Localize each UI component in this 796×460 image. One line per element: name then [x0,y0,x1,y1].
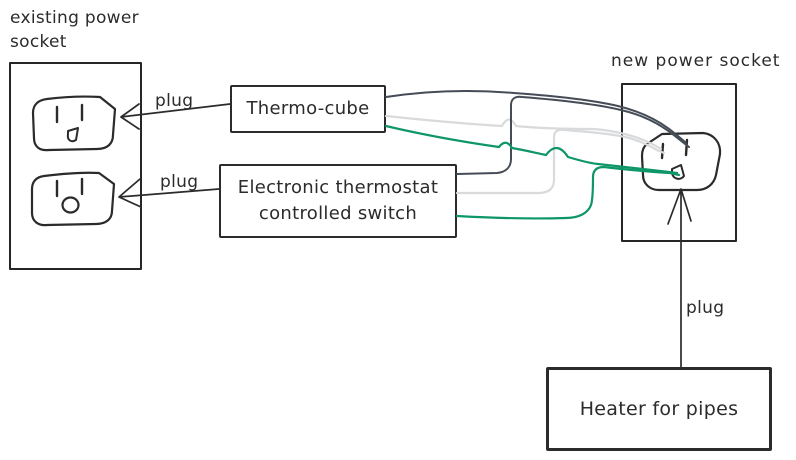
heater-box-label: Heater for pipes [579,398,739,420]
plug-label-lower: plug [160,172,199,192]
thermostat-switch-box-label: Electronic thermostat controlled switch [237,177,439,224]
new-power-socket [621,83,737,242]
thermostat-switch-box: Electronic thermostat controlled switch [219,164,457,238]
thermocube-neutral-wire [384,114,663,151]
plug-label-upper: plug [155,91,194,111]
new-socket-label: new power socket [611,51,781,71]
thermo-cube-box-label: Thermo-cube [246,98,370,119]
plug-label-heater: plug [686,298,725,318]
existing-power-socket [9,62,142,270]
heater-box: Heater for pipes [546,367,772,451]
existing-socket-label: existing power socket [10,8,139,52]
thermo-cube-box: Thermo-cube [230,85,386,133]
